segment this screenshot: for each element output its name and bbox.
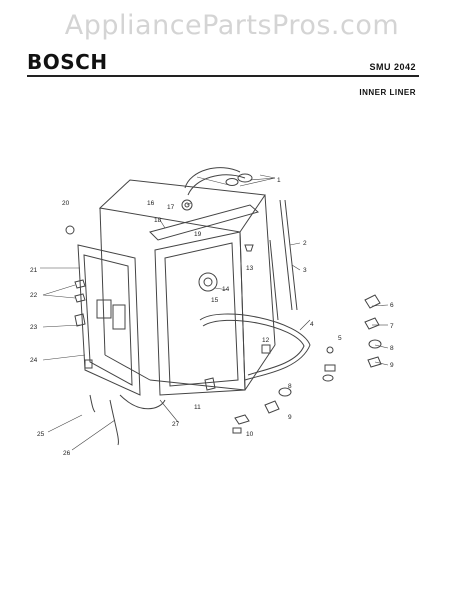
part-label-8: 8 <box>390 345 394 352</box>
top-rail <box>149 199 260 241</box>
part-label-27: 27 <box>172 421 180 428</box>
front-frame <box>154 231 246 396</box>
side-strips <box>269 199 298 321</box>
part-label-13: 13 <box>246 265 254 272</box>
part-label-24: 24 <box>30 357 38 364</box>
part-label-10: 10 <box>246 431 254 438</box>
part-label-11: 11 <box>194 404 201 411</box>
part-label-18: 18 <box>154 217 162 224</box>
part-label-9: 9 <box>390 362 394 369</box>
part-label-16: 16 <box>147 200 155 207</box>
drain-hose <box>109 399 119 446</box>
part-label-15: 15 <box>211 297 219 304</box>
part-label-5: 5 <box>338 335 342 342</box>
part-label-8b: 8 <box>288 383 292 390</box>
clip-parts <box>65 225 382 434</box>
header-rule <box>27 75 419 77</box>
part-label-21: 21 <box>30 267 38 274</box>
brand-logo: BOSCH <box>27 50 108 74</box>
section-title: INNER LINER <box>359 88 416 97</box>
part-label-3: 3 <box>303 267 307 274</box>
part-label-1: 1 <box>277 177 281 184</box>
part-label-2: 2 <box>303 240 307 247</box>
part-label-12: 12 <box>262 337 270 344</box>
model-number: SMU 2042 <box>369 62 416 72</box>
part-label-25: 25 <box>37 431 45 438</box>
watermark-text: AppliancePartsPros.com <box>64 10 400 41</box>
top-spray-arm <box>184 167 253 196</box>
sump-assembly <box>198 272 218 292</box>
part-label-20: 20 <box>62 200 70 207</box>
part-label-19: 19 <box>194 231 202 238</box>
part-label-9b: 9 <box>288 414 292 421</box>
part-label-14: 14 <box>222 286 230 293</box>
part-label-26: 26 <box>63 450 71 457</box>
part-label-4: 4 <box>310 321 314 328</box>
part-label-22: 22 <box>30 292 38 299</box>
part-label-6: 6 <box>390 302 394 309</box>
heater-coil <box>199 313 311 381</box>
door-panel <box>77 244 141 396</box>
part-label-7: 7 <box>390 323 394 330</box>
part-label-23: 23 <box>30 324 38 331</box>
bottom-hose <box>119 394 166 410</box>
part-label-17: 17 <box>167 204 175 211</box>
